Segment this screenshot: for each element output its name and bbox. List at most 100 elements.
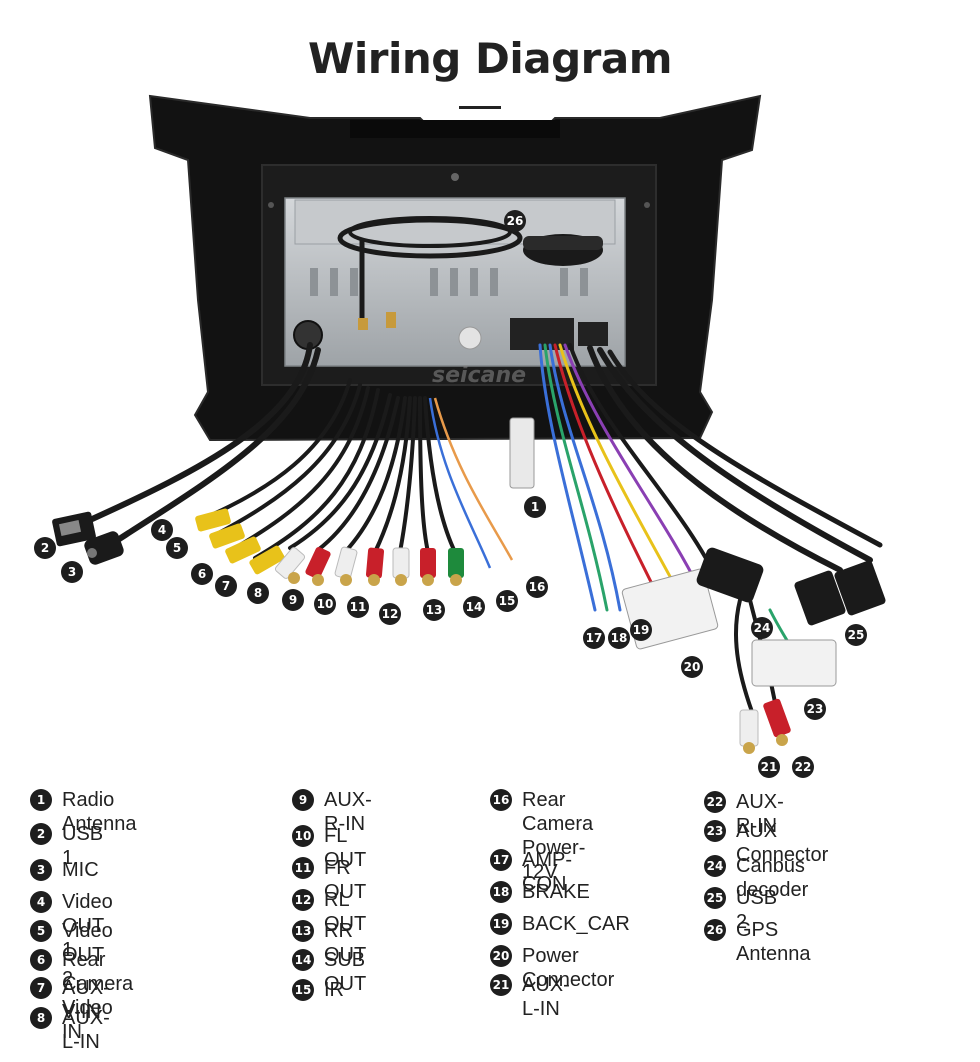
svg-text:1: 1 bbox=[531, 500, 539, 514]
callout-3: 3 bbox=[61, 561, 83, 583]
callout-4: 4 bbox=[151, 519, 173, 541]
svg-text:19: 19 bbox=[633, 623, 650, 637]
watermark: seicane bbox=[432, 363, 526, 388]
legend-number-badge: 3 bbox=[30, 859, 52, 881]
wire-orange bbox=[433, 397, 514, 561]
legend-number-badge: 6 bbox=[30, 949, 52, 971]
svg-text:8: 8 bbox=[254, 586, 262, 600]
legend-number-badge: 13 bbox=[292, 920, 314, 942]
legend-label: USB 1 bbox=[62, 823, 104, 869]
legend-number-badge: 22 bbox=[704, 791, 726, 813]
svg-text:12: 12 bbox=[382, 607, 399, 621]
legend-label: AUX Connector bbox=[736, 820, 829, 866]
legend-number-badge: 8 bbox=[30, 1007, 52, 1029]
svg-text:14: 14 bbox=[466, 600, 483, 614]
legend-label: FL OUT bbox=[324, 825, 367, 871]
legend-label: BACK_CAR bbox=[522, 913, 630, 935]
svg-text:16: 16 bbox=[529, 580, 546, 594]
legend-number-badge: 23 bbox=[704, 820, 726, 842]
legend-label: AUX-R-IN bbox=[736, 791, 784, 837]
callout-26: 26 bbox=[504, 210, 526, 232]
callout-11: 11 bbox=[347, 596, 369, 618]
legend-number-badge: 5 bbox=[30, 920, 52, 942]
svg-text:15: 15 bbox=[499, 594, 516, 608]
callout-1: 1 bbox=[524, 496, 546, 518]
legend-number-badge: 16 bbox=[490, 789, 512, 811]
svg-text:26: 26 bbox=[507, 214, 524, 228]
legend-item: 2 USB 1 bbox=[30, 822, 103, 870]
legend-label: Rear Camera Power-12V bbox=[522, 789, 594, 883]
svg-text:22: 22 bbox=[795, 760, 812, 774]
svg-text:5: 5 bbox=[173, 541, 181, 555]
usb2-connector bbox=[834, 560, 886, 616]
bezel-slot-top bbox=[350, 120, 560, 138]
legend-label: GPS Antenna bbox=[736, 919, 811, 965]
chassis-vents bbox=[310, 268, 588, 296]
callout-7: 7 bbox=[215, 575, 237, 597]
callout-25: 25 bbox=[845, 624, 867, 646]
svg-text:24: 24 bbox=[754, 621, 771, 635]
legend-number-badge: 2 bbox=[30, 823, 52, 845]
legend-number-badge: 19 bbox=[490, 913, 512, 935]
callout-10: 10 bbox=[314, 593, 336, 615]
svg-text:9: 9 bbox=[289, 593, 297, 607]
svg-text:4: 4 bbox=[158, 523, 166, 537]
callout-13: 13 bbox=[423, 599, 445, 621]
callout-15: 15 bbox=[496, 590, 518, 612]
svg-text:25: 25 bbox=[848, 628, 865, 642]
svg-text:17: 17 bbox=[586, 631, 603, 645]
rca-plugs bbox=[195, 508, 464, 586]
legend-number-badge: 21 bbox=[490, 974, 512, 996]
svg-text:3: 3 bbox=[68, 565, 76, 579]
radio-antenna-stub bbox=[358, 318, 368, 330]
legend-label: USB 2 bbox=[736, 887, 778, 933]
chassis-port bbox=[510, 318, 574, 350]
legend-label: Rear Camera Video IN bbox=[62, 949, 134, 1043]
bezel-screw bbox=[451, 173, 459, 181]
svg-text:11: 11 bbox=[350, 600, 367, 614]
legend-item: 10 FL OUT bbox=[292, 824, 366, 872]
legend-number-badge: 14 bbox=[292, 949, 314, 971]
legend-label: Power Connector bbox=[522, 945, 615, 991]
legend-label: Video OUT 2 bbox=[62, 920, 113, 990]
legend-label: Radio Antenna bbox=[62, 789, 137, 835]
legend-item: 25 USB 2 bbox=[704, 886, 777, 934]
legend-label: AUX-R-IN bbox=[324, 789, 372, 835]
svg-text:2: 2 bbox=[41, 541, 49, 555]
page-title: Wiring Diagram bbox=[308, 34, 672, 83]
callout-14: 14 bbox=[463, 596, 485, 618]
rca-plug-white bbox=[739, 709, 759, 747]
legend-number-badge: 10 bbox=[292, 825, 314, 847]
callout-18: 18 bbox=[608, 627, 630, 649]
legend-item: 16 Rear Camera Power-12V bbox=[490, 788, 593, 884]
legend-label: FR OUT bbox=[324, 857, 367, 903]
callout-12: 12 bbox=[379, 603, 401, 625]
wire-blue bbox=[428, 397, 492, 569]
legend-number-badge: 9 bbox=[292, 789, 314, 811]
legend-item: 23 AUX Connector bbox=[704, 819, 828, 867]
legend-item: 22 AUX-R-IN bbox=[704, 790, 784, 838]
legend-number-badge: 25 bbox=[704, 887, 726, 909]
usb2-connector bbox=[794, 570, 846, 626]
svg-text:7: 7 bbox=[222, 579, 230, 593]
canbus-decoder bbox=[696, 547, 764, 603]
legend-number-badge: 4 bbox=[30, 891, 52, 913]
legend-number-badge: 12 bbox=[292, 889, 314, 911]
bezel-screw bbox=[268, 202, 274, 208]
wiring-diagram-illustration: seicane bbox=[34, 94, 886, 778]
legend-item: 19 BACK_CAR bbox=[490, 912, 630, 936]
legend-number-badge: 24 bbox=[704, 855, 726, 877]
